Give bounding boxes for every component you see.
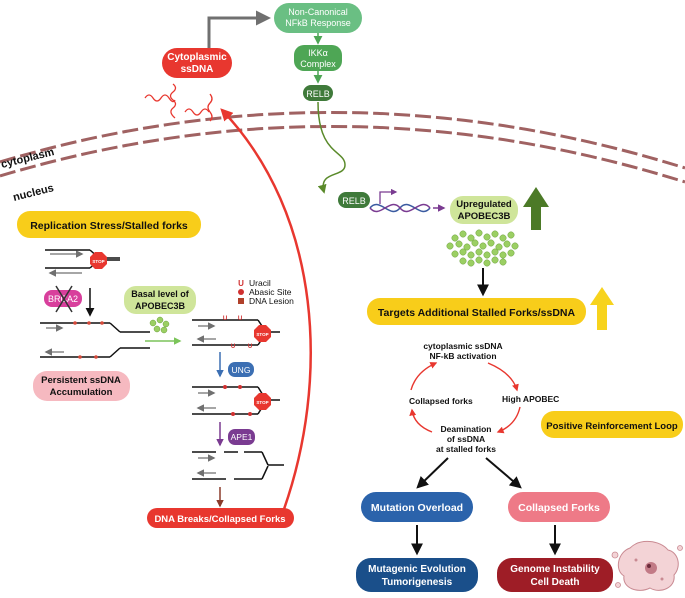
brca2-node: BRCA2 — [44, 285, 82, 313]
legend-uracil: Uracil — [249, 278, 271, 288]
noncanonical-nfkb-node: Non-Canonical NFkB Response — [274, 3, 362, 33]
basal-line1: Basal level of — [131, 289, 190, 299]
ape1-node: APE1 — [228, 429, 255, 445]
cycle-arrow-bottom-left — [409, 408, 433, 433]
stop-label-2: STOP — [256, 332, 268, 337]
cycle-left-label: Collapsed forks — [409, 396, 473, 406]
noncanonical-line1: Non-Canonical — [288, 7, 348, 17]
dna-helix — [369, 203, 431, 213]
ikk-complex-node: IKKα Complex — [294, 45, 342, 71]
to-collapsed-arrow — [485, 457, 522, 489]
cycle-top-line2: NF-kB activation — [429, 351, 496, 361]
ssdna-squiggles — [144, 83, 213, 122]
basal-line2: APOBEC3B — [135, 301, 186, 311]
mutation-overload-node: Mutation Overload — [361, 492, 473, 522]
basal-apobec3b-node: Basal level of APOBEC3B — [124, 286, 196, 314]
legend: U Uracil Abasic Site DNA Lesion — [238, 278, 294, 306]
cycle-arrow-top-left — [410, 362, 438, 391]
stalled-fork-diagram — [45, 249, 120, 277]
stop-sign-3: STOP — [254, 393, 271, 410]
cytoplasmic-line1: Cytoplasmic — [167, 52, 227, 63]
ung-label: UNG — [232, 365, 251, 375]
relb-top-label: RELB — [306, 89, 330, 99]
nuclear-envelope — [0, 110, 685, 184]
abasic-site-icon — [238, 289, 244, 295]
relb-top-node: RELB — [303, 85, 333, 101]
brca2-cross-b — [55, 285, 73, 313]
genome-instability-node: Genome Instability Cell Death — [497, 558, 613, 592]
ape1-label: APE1 — [231, 432, 253, 442]
ikk-line1: IKKα — [308, 48, 328, 58]
persistent-ssdna-node: Persistent ssDNA Accumulation — [33, 371, 130, 401]
svg-text:U: U — [248, 344, 252, 350]
dying-cell-icon — [611, 541, 683, 591]
svg-text:U: U — [223, 316, 227, 322]
upregulated-line1: Upregulated — [456, 199, 512, 210]
legend-abasic: Abasic Site — [249, 287, 292, 297]
upregulated-apobec3b-dots — [446, 229, 519, 267]
basal-apobec3b-dots — [149, 316, 170, 334]
dna-breaks-to-cytoplasm-arrow — [220, 108, 312, 513]
replication-stress-label: Replication Stress/Stalled forks — [30, 220, 188, 232]
cycle-arrow-bottom-right — [496, 406, 521, 434]
noncanonical-line2: NFkB Response — [285, 18, 351, 28]
stop-sign-2: STOP — [254, 325, 271, 342]
dna-breaks-label: DNA Breaks/Collapsed Forks — [154, 514, 285, 525]
ssdna-gap-fork — [40, 321, 150, 359]
mutation-overload-label: Mutation Overload — [371, 502, 463, 514]
dna-lesion-icon — [238, 298, 244, 304]
cytoplasmic-ssdna-node: Cytoplasmic ssDNA — [162, 48, 232, 78]
positive-loop-node: Positive Reinforcement Loop — [541, 411, 683, 438]
brca2-label: BRCA2 — [48, 294, 78, 304]
relb-translocation-arrow — [317, 101, 346, 194]
cycle-bottom-line1: Deamination — [440, 424, 491, 434]
relb-nuclear-node: RELB — [338, 192, 370, 208]
cycle-right-label: High APOBEC — [502, 394, 559, 404]
cycle-arrow-top-right — [487, 362, 519, 392]
ikk-line2: Complex — [300, 59, 336, 69]
persistent-line1: Persistent ssDNA — [41, 375, 121, 386]
targets-node: Targets Additional Stalled Forks/ssDNA — [367, 298, 586, 325]
stop-label-1: STOP — [92, 259, 104, 264]
transcription-start-arrow — [379, 188, 398, 204]
ssdna-to-nfkb-arrow — [207, 10, 271, 60]
legend-lesion: DNA Lesion — [249, 296, 294, 306]
stop-sign-1: STOP — [90, 252, 107, 269]
to-mutation-arrow — [416, 457, 449, 489]
mutagenic-evolution-node: Mutagenic Evolution Tumorigenesis — [356, 558, 478, 592]
cycle-bottom-line3: at stalled forks — [436, 444, 496, 454]
mutagenic-line2: Tumorigenesis — [382, 577, 453, 588]
cytoplasmic-line2: ssDNA — [181, 64, 214, 75]
upregulated-apobec3b-node: Upregulated APOBEC3B — [450, 196, 518, 224]
stop-label-3: STOP — [256, 400, 268, 405]
mutagenic-line1: Mutagenic Evolution — [368, 564, 466, 575]
svg-text:U: U — [238, 316, 242, 322]
svg-text:U: U — [231, 344, 235, 350]
ung-node: UNG — [228, 362, 254, 377]
collapsed-forks-label: Collapsed Forks — [518, 502, 600, 514]
targets-label: Targets Additional Stalled Forks/ssDNA — [378, 307, 576, 319]
upregulated-line2: APOBEC3B — [458, 211, 511, 222]
up-arrow-green — [523, 187, 549, 230]
positive-loop-label: Positive Reinforcement Loop — [546, 421, 678, 432]
up-arrow-yellow — [590, 287, 614, 330]
genome-line2: Cell Death — [531, 577, 580, 588]
broken-fork — [192, 451, 284, 480]
uracil-symbol: U — [238, 279, 244, 288]
persistent-line2: Accumulation — [50, 387, 113, 398]
genome-line1: Genome Instability — [510, 564, 600, 575]
collapsed-forks-node: Collapsed Forks — [508, 492, 610, 522]
cycle-top-line1: cytoplasmic ssDNA — [423, 341, 502, 351]
dna-breaks-node: DNA Breaks/Collapsed Forks — [147, 508, 294, 528]
nucleus-label: nucleus — [12, 182, 55, 204]
relb-nuclear-label: RELB — [342, 196, 366, 206]
cycle-bottom-line2: of ssDNA — [447, 434, 485, 444]
replication-stress-node: Replication Stress/Stalled forks — [17, 211, 201, 238]
